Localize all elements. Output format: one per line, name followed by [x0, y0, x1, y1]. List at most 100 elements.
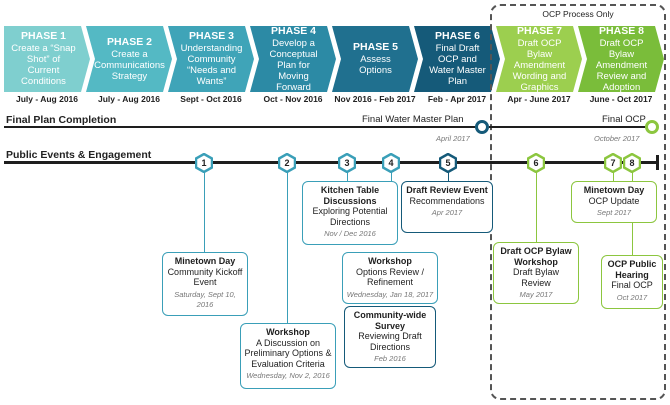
event-description: Reviewing Draft Directions [358, 331, 422, 352]
event-marker-3: 3 [338, 153, 356, 173]
final-water-date: April 2017 [436, 134, 470, 143]
final-plan-line [4, 126, 482, 128]
phase-title: PHASE 7 [517, 24, 562, 37]
final-water-marker [475, 120, 489, 134]
phase-title: PHASE 8 [599, 24, 644, 37]
event-marker-1: 1 [195, 153, 213, 173]
phase-date: Feb - Apr 2017 [427, 94, 487, 104]
event-box-minetown-day-2016: Minetown Day Community Kickoff Event Sat… [162, 252, 248, 316]
event-marker-6: 6 [527, 153, 545, 173]
connector-6 [536, 170, 537, 242]
phase-title: PHASE 4 [271, 24, 316, 37]
event-box-survey: Community-wide Survey Reviewing Draft Di… [344, 306, 436, 368]
event-box-ocp-public-hearing: OCP Public Hearing Final OCP Oct 2017 [601, 255, 663, 309]
phase-date: Apr - June 2017 [507, 94, 571, 104]
phase-title: PHASE 5 [353, 41, 398, 53]
event-description: A Discussion on Preliminary Options & Ev… [244, 337, 332, 369]
phase-title: PHASE 1 [21, 30, 66, 42]
event-marker-7-number: 7 [610, 158, 616, 168]
event-marker-7: 7 [604, 153, 622, 173]
final-ocp-label: Final OCP [602, 114, 646, 125]
event-box-draft-review: Draft Review Event Recommendations Apr 2… [401, 181, 493, 233]
phase-date: July - Aug 2016 [97, 94, 161, 104]
phase-date: June - Oct 2017 [589, 94, 653, 104]
event-description: Final OCP [611, 280, 653, 290]
phase-description: Understanding Community “Needs and Wants… [180, 43, 243, 87]
event-date: Feb 2016 [374, 354, 406, 363]
ocp-process-label: OCP Process Only [542, 9, 614, 19]
event-marker-2-number: 2 [284, 158, 290, 168]
phase-date: Nov 2016 - Feb 2017 [334, 94, 416, 104]
phase-description: Draft OCP Bylaw Amendment Wording and Gr… [512, 37, 567, 93]
final-plan-title: Final Plan Completion [6, 114, 117, 126]
event-marker-1-number: 1 [201, 158, 207, 168]
event-box-draft-ocp-bylaw: Draft OCP Bylaw Workshop Draft Bylaw Rev… [493, 242, 579, 304]
event-marker-5-number: 5 [445, 158, 451, 168]
phase-title: PHASE 2 [107, 35, 152, 48]
events-line-end [656, 155, 659, 170]
event-marker-3-number: 3 [344, 158, 350, 168]
phase-description: Assess Options [359, 54, 392, 76]
event-marker-4-number: 4 [388, 158, 394, 168]
event-title: Minetown Day [583, 185, 645, 195]
event-box-workshop-nov: Workshop A Discussion on Preliminary Opt… [240, 323, 336, 389]
phase-title: PHASE 3 [189, 30, 234, 42]
connector-2 [287, 170, 288, 326]
phase-description: Draft OCP Bylaw Amendment Review and Ado… [595, 37, 648, 93]
event-marker-4: 4 [382, 153, 400, 173]
phase-description: Create a Communications Strategy [94, 48, 165, 82]
event-description: Options Review / Refinement [355, 266, 425, 288]
event-title: Community-wide Survey [353, 310, 427, 331]
connector-1 [204, 170, 205, 252]
phase-date: July - Aug 2016 [15, 94, 79, 104]
event-date: Nov / Dec 2016 [324, 229, 376, 238]
event-title: Workshop [368, 256, 412, 266]
event-date: Wednesday, Nov 2, 2016 [246, 371, 330, 380]
event-box-kitchen-table: Kitchen Table Discussions Exploring Pote… [302, 181, 398, 245]
final-ocp-date: October 2017 [594, 134, 640, 143]
connector-7 [613, 170, 614, 182]
event-description: Exploring Potential Directions [312, 206, 388, 227]
event-date: May 2017 [519, 290, 553, 299]
event-title: Draft Review Event [406, 185, 488, 195]
event-title: Draft OCP Bylaw Workshop [500, 246, 572, 267]
phase-date: Oct - Nov 2016 [263, 94, 323, 104]
event-marker-6-number: 6 [533, 158, 539, 168]
event-date: Sept 2017 [596, 208, 632, 217]
events-line [4, 161, 658, 164]
event-marker-2: 2 [278, 153, 296, 173]
phase-title: PHASE 6 [435, 30, 480, 42]
event-title: Minetown Day [174, 256, 236, 266]
event-description: Recommendations [409, 195, 485, 206]
event-title: Kitchen Table Discussions [320, 185, 380, 206]
event-title: OCP Public Hearing [607, 259, 657, 280]
connector-4 [391, 170, 392, 182]
final-ocp-marker [645, 120, 659, 134]
event-box-workshop-jan: Workshop Options Review / Refinement Wed… [342, 252, 438, 304]
event-marker-8-number: 8 [629, 158, 635, 168]
final-water-label: Final Water Master Plan [362, 114, 464, 125]
event-marker-5: 5 [439, 153, 457, 173]
final-plan-line-ocp [489, 126, 647, 128]
event-date: Oct 2017 [616, 292, 648, 302]
phase-description: Create a “Snap Shot” of Current Conditio… [11, 43, 76, 87]
events-title: Public Events & Engagement [6, 149, 152, 161]
connector-3 [347, 170, 348, 182]
event-title: Workshop [266, 327, 310, 337]
event-description: OCP Update [588, 195, 640, 206]
event-date: Apr 2017 [431, 208, 463, 217]
event-date: Saturday, Sept 10, 2016 [174, 289, 236, 310]
event-box-minetown-day-2017: Minetown Day OCP Update Sept 2017 [571, 181, 657, 223]
event-description: Community Kickoff Event [167, 266, 243, 288]
event-date: Wednesday, Jan 18, 2017 [346, 289, 434, 299]
phase-description: Final Draft OCP and Water Master Plan [429, 43, 486, 87]
connector-5 [448, 170, 449, 182]
event-marker-8: 8 [623, 153, 641, 173]
